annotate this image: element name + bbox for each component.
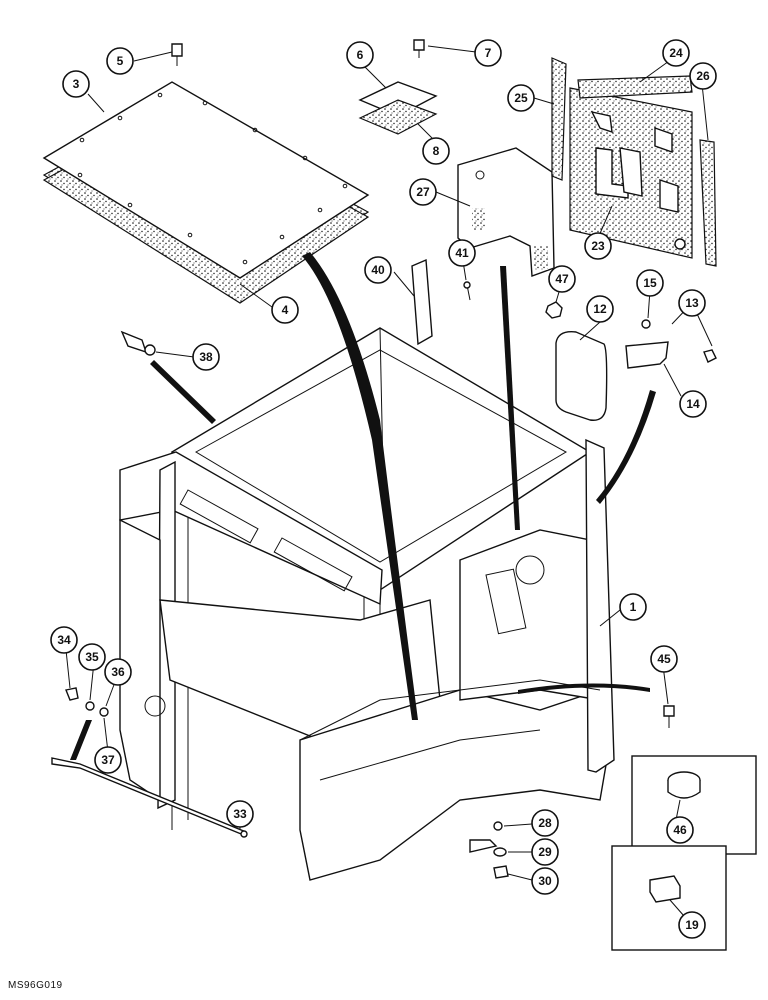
callout-4: 4 [271, 296, 299, 324]
callout-8: 8 [422, 137, 450, 165]
callout-29: 29 [531, 838, 559, 866]
callout-36: 36 [104, 658, 132, 686]
leader-bands [70, 252, 656, 760]
callout-23: 23 [584, 232, 612, 260]
callout-number: 46 [673, 823, 687, 837]
callout-35: 35 [78, 643, 106, 671]
callout-number: 38 [199, 350, 213, 364]
callout-5: 5 [106, 47, 134, 75]
callout-12: 12 [586, 295, 614, 323]
callout-25: 25 [507, 84, 535, 112]
callout-number: 13 [685, 296, 699, 310]
callout-45: 45 [650, 645, 678, 673]
callout-1: 1 [619, 593, 647, 621]
callout-24: 24 [662, 39, 690, 67]
callout-number: 37 [101, 753, 115, 767]
callout-number: 23 [591, 239, 605, 253]
callout-number: 24 [669, 46, 683, 60]
callout-3: 3 [62, 70, 90, 98]
callout-19: 19 [678, 911, 706, 939]
callout-number: 36 [111, 665, 125, 679]
callout-14: 14 [679, 390, 707, 418]
callout-34: 34 [50, 626, 78, 654]
callout-number: 15 [643, 276, 657, 290]
bracket-plates [358, 81, 438, 135]
callout-number: 35 [85, 650, 99, 664]
rod [51, 757, 248, 838]
insulation-pad [551, 57, 717, 267]
callout-46: 46 [666, 816, 694, 844]
callout-number: 8 [433, 144, 440, 158]
callout-37: 37 [94, 746, 122, 774]
callout-number: 19 [685, 918, 699, 932]
callout-number: 7 [485, 46, 492, 60]
callout-15: 15 [636, 269, 664, 297]
callout-13: 13 [678, 289, 706, 317]
rear-panel [457, 147, 555, 277]
callout-number: 26 [696, 69, 710, 83]
hardware [65, 39, 717, 879]
callout-40: 40 [364, 256, 392, 284]
callout-26: 26 [689, 62, 717, 90]
callout-number: 14 [686, 397, 700, 411]
callout-number: 34 [57, 633, 71, 647]
callout-28: 28 [531, 809, 559, 837]
callout-number: 5 [117, 54, 124, 68]
callout-number: 30 [538, 874, 552, 888]
callout-41: 41 [448, 239, 476, 267]
callout-38: 38 [192, 343, 220, 371]
callout-30: 30 [531, 867, 559, 895]
callout-number: 12 [593, 302, 607, 316]
callout-number: 25 [514, 91, 528, 105]
callout-7: 7 [474, 39, 502, 67]
callout-number: 47 [555, 272, 569, 286]
callout-33: 33 [226, 800, 254, 828]
callout-number: 33 [233, 807, 247, 821]
callout-6: 6 [346, 41, 374, 69]
callout-47: 47 [548, 265, 576, 293]
callout-number: 4 [282, 303, 289, 317]
inset-plug-19 [611, 845, 727, 951]
callout-number: 45 [657, 652, 671, 666]
callout-number: 40 [371, 263, 385, 277]
callout-number: 1 [630, 600, 637, 614]
callout-number: 6 [357, 48, 364, 62]
callout-number: 28 [538, 816, 552, 830]
callout-number: 41 [455, 246, 469, 260]
callout-number: 3 [73, 77, 80, 91]
callout-number: 29 [538, 845, 552, 859]
inset-plug-46 [631, 755, 757, 855]
callout-27: 27 [409, 178, 437, 206]
figure-code: MS96G019 [8, 980, 63, 991]
roof-panel [42, 81, 370, 304]
callout-number: 27 [416, 185, 430, 199]
